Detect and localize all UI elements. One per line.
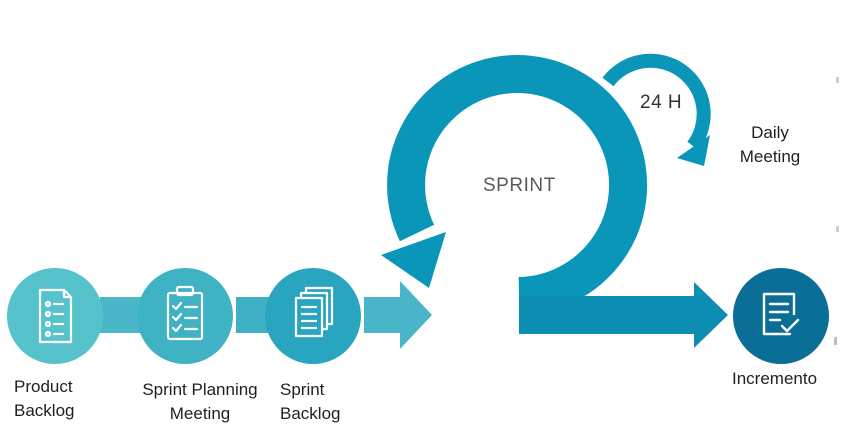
daily-cycle-label: 24 H bbox=[640, 92, 683, 113]
product-backlog-line-1: Product bbox=[14, 377, 73, 396]
document-check-icon bbox=[762, 292, 800, 336]
sprint-backlog-line-2: Backlog bbox=[280, 404, 341, 423]
sprint-planning-label: Sprint Planning Meeting bbox=[128, 378, 272, 426]
connector-bar-1 bbox=[100, 297, 142, 333]
sprint-planning-circle bbox=[137, 268, 233, 364]
connector-bar-2 bbox=[236, 297, 270, 333]
stacked-documents-icon bbox=[294, 286, 334, 338]
sprint-planning-line-2: Meeting bbox=[169, 404, 231, 423]
product-backlog-circle bbox=[7, 268, 103, 364]
edge-mark bbox=[836, 77, 839, 83]
product-backlog-line-2: Backlog bbox=[14, 401, 75, 420]
sprint-label: SPRINT bbox=[483, 175, 556, 196]
output-arrow-shaft bbox=[519, 296, 694, 334]
edge-mark bbox=[834, 337, 837, 345]
daily-loop-arrowhead bbox=[677, 135, 710, 166]
sprint-backlog-label: Sprint Backlog bbox=[280, 378, 356, 426]
daily-loop bbox=[602, 53, 711, 151]
daily-meeting-line-1: Daily bbox=[751, 123, 789, 142]
sprint-planning-line-1: Sprint Planning bbox=[142, 380, 258, 399]
incremento-circle bbox=[733, 268, 829, 364]
incremento-label: Incremento bbox=[732, 369, 818, 388]
sprint-loop-arrowhead bbox=[381, 232, 446, 288]
sprint-backlog-line-1: Sprint bbox=[280, 380, 325, 399]
daily-meeting-line-2: Meeting bbox=[739, 147, 801, 166]
daily-meeting-label: Daily Meeting bbox=[732, 121, 808, 169]
input-arrow bbox=[364, 281, 432, 349]
clipboard-checklist-icon bbox=[166, 285, 204, 341]
edge-mark bbox=[836, 226, 839, 232]
output-arrow-head bbox=[694, 282, 728, 348]
sprint-loop bbox=[387, 55, 648, 315]
document-list-icon bbox=[38, 288, 73, 344]
product-backlog-label: Product Backlog bbox=[14, 375, 94, 423]
